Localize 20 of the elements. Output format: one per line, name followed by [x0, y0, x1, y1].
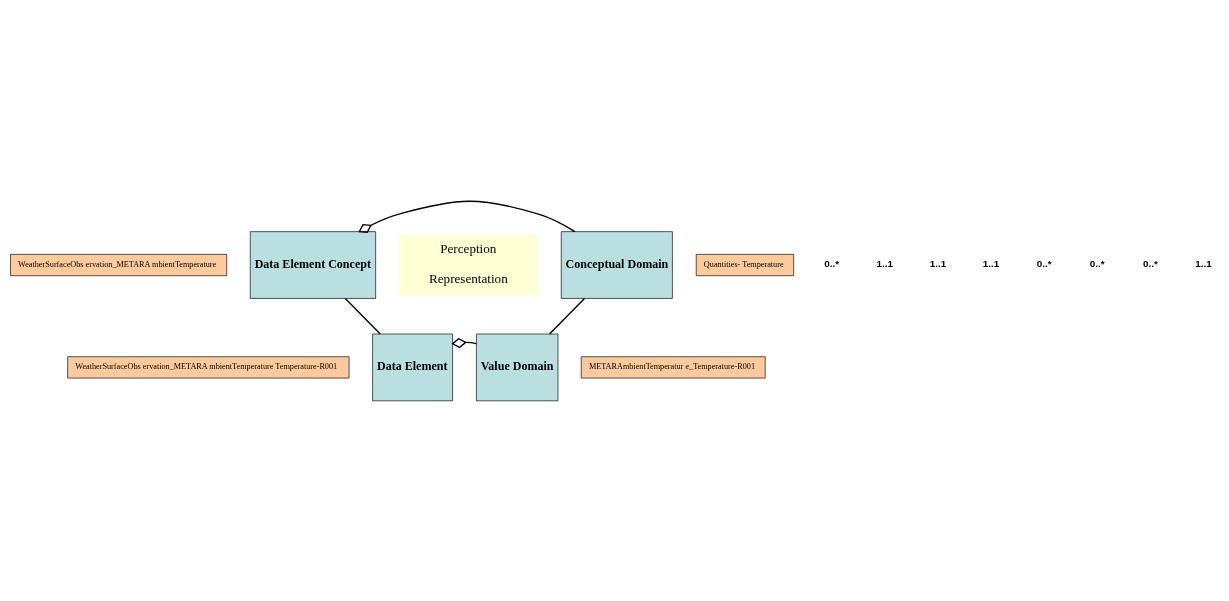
node-box: Data Element — [372, 333, 453, 401]
node-box: Value Domain — [476, 333, 559, 401]
label: 0..* — [1036, 257, 1052, 269]
connector — [358, 200, 576, 233]
node-box: Quantities- Temperature — [695, 253, 794, 276]
label: 1..1 — [1195, 257, 1212, 269]
node-box: METARAmbientTemperatur e_Temperature-R001 — [580, 355, 766, 378]
label: 1..1 — [876, 257, 894, 269]
label: 0..* — [824, 257, 840, 269]
label: 0..* — [1142, 257, 1158, 269]
node-box: Perception Representation — [399, 234, 538, 295]
label: 0..* — [1089, 257, 1105, 269]
node-box: WeatherSurfaceObs ervation_METARA mbientTemperature — [10, 253, 228, 276]
node-box: Data Element Concept — [249, 230, 376, 299]
node-box: WeatherSurfaceObs ervation_METARA mbientTemperature Temperature-R001 — [67, 355, 350, 378]
connector — [548, 297, 586, 335]
node-box: Conceptual Domain — [560, 230, 673, 299]
label: 1..1 — [929, 257, 947, 269]
label: 1..1 — [982, 257, 1000, 269]
connector — [344, 297, 381, 335]
